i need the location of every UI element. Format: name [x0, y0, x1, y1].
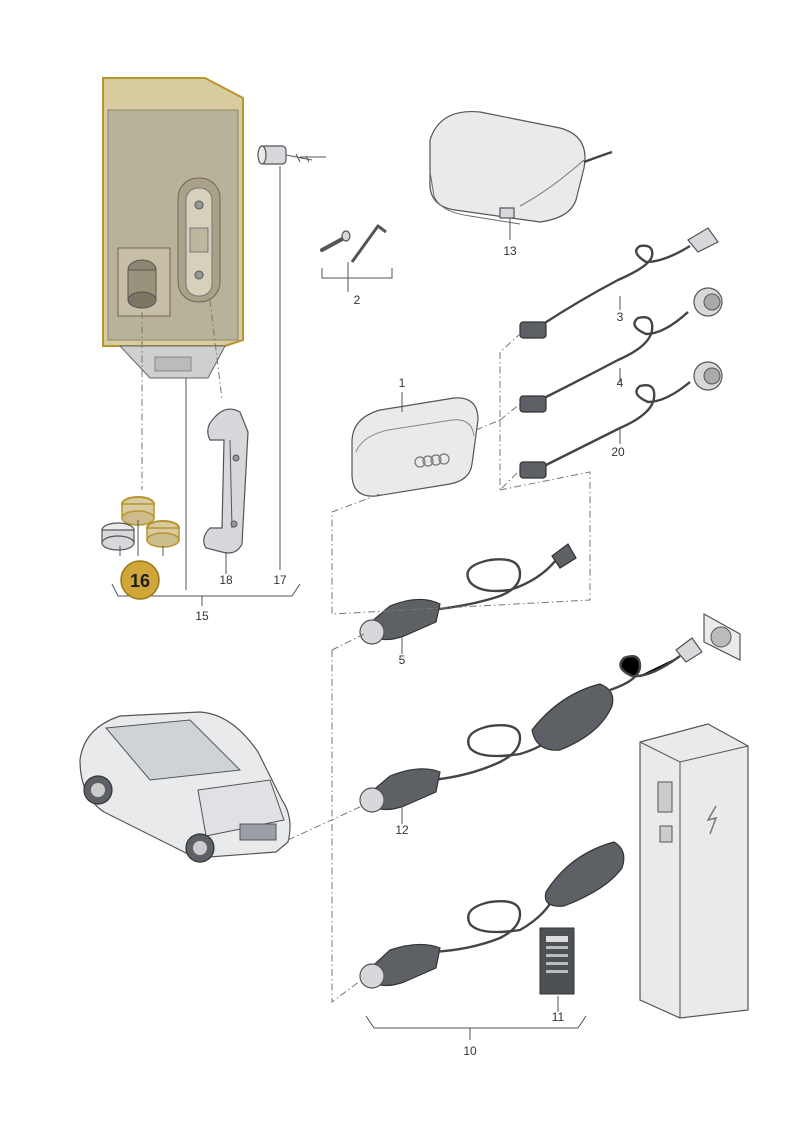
- callout-1: 1: [399, 376, 406, 390]
- callout-11: 11: [552, 1010, 565, 1024]
- wallbox-holder: [102, 77, 244, 379]
- screw-and-hex-key: [320, 224, 387, 263]
- leader-lines: [111, 166, 621, 1040]
- charging-cable-3: [519, 227, 719, 339]
- audi-case: [351, 397, 479, 497]
- storage-bag: [429, 110, 613, 225]
- info-card: [539, 927, 575, 995]
- callout-17: 17: [273, 573, 287, 587]
- callout-20: 20: [611, 445, 625, 459]
- lock-cylinder: [257, 145, 326, 165]
- callouts: 1 2 3 4 5 10 11 12 13 15 17 18 20: [195, 244, 625, 1058]
- callout-12: 12: [395, 823, 409, 837]
- callout-2: 2: [354, 293, 361, 307]
- callout-16-badge: 16: [120, 560, 160, 600]
- callout-3: 3: [617, 310, 624, 324]
- callout-4: 4: [617, 376, 624, 390]
- callout-18: 18: [219, 573, 233, 587]
- handle-bracket: [203, 408, 249, 554]
- charging-cable-10: [359, 841, 625, 989]
- charging-cable-5: [359, 543, 577, 645]
- callout-13: 13: [503, 244, 517, 258]
- charging-cable-4: [519, 287, 723, 413]
- callout-5: 5: [399, 653, 406, 667]
- charging-cable-20: [519, 361, 723, 479]
- callout-16: 16: [130, 571, 150, 591]
- cap-set: [101, 496, 180, 551]
- connection-lines: [141, 299, 591, 1003]
- callout-15: 15: [195, 609, 209, 623]
- wall-socket: [703, 612, 741, 661]
- charging-cable-12: [359, 637, 703, 813]
- charging-pillar: [639, 723, 749, 1019]
- car-illustration: [79, 711, 291, 863]
- audi-rings-logo: [414, 453, 450, 468]
- callout-10: 10: [463, 1044, 477, 1058]
